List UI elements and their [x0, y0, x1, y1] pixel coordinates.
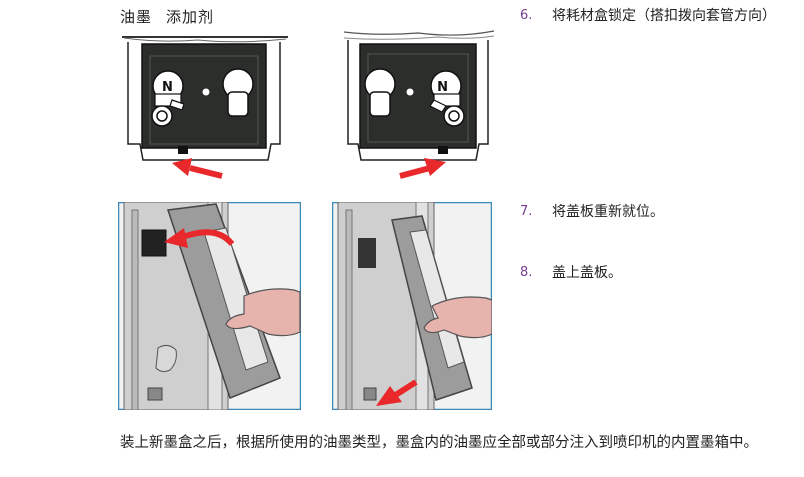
step-text: 盖上盖板。: [552, 263, 802, 283]
step-number: 7.: [520, 202, 532, 222]
remove-cover-figure: [118, 202, 301, 410]
ink-label: 油墨: [120, 8, 152, 26]
caption-paragraph: 装上新墨盒之后，根据所使用的油墨类型，墨盒内的油墨应全部或部分注入到喷印机的内置…: [120, 433, 800, 453]
step-6: 6. 将耗材盒锁定（搭扣拨向套管方向）: [520, 6, 804, 48]
cartridge-lock-right-figure: N: [338, 22, 498, 184]
additive-label: 添加剂: [166, 8, 214, 26]
step-8: 8. 盖上盖板。: [520, 263, 804, 285]
step-text: 将耗材盒锁定（搭扣拨向套管方向）: [552, 6, 802, 26]
cartridge-marking: N: [162, 80, 173, 95]
cartridge-marking: N: [437, 77, 448, 92]
cartridge-lock-left-figure: N: [118, 34, 298, 184]
top-labels: 油墨添加剂: [120, 6, 214, 27]
step-7: 7. 将盖板重新就位。: [520, 202, 804, 224]
step-number: 6.: [520, 6, 532, 26]
step-text: 将盖板重新就位。: [552, 202, 802, 222]
reinsert-cover-figure: [332, 202, 492, 410]
step-number: 8.: [520, 263, 532, 283]
